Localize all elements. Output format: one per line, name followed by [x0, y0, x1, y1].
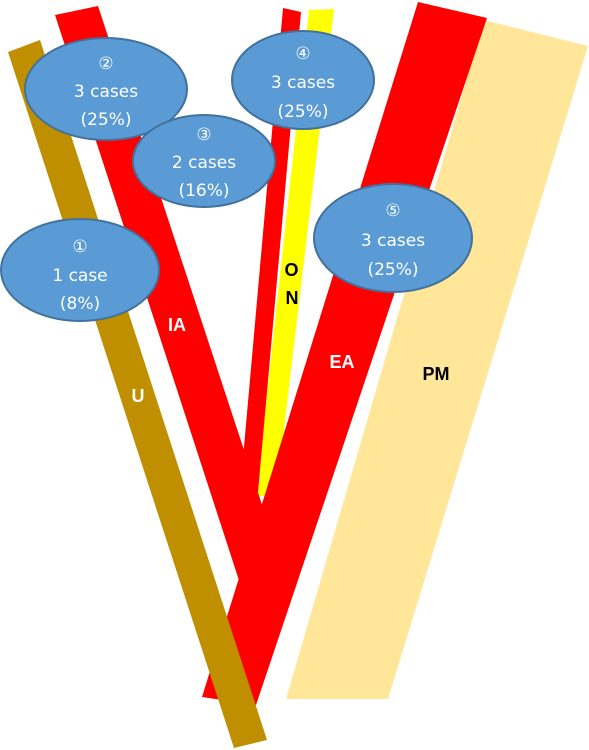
- bubble-4-count: 3 cases: [271, 73, 335, 93]
- bubble-4-number: ④: [295, 44, 310, 64]
- label-ureter: U: [132, 386, 145, 406]
- psoas-muscle-band: [286, 20, 588, 699]
- label-psoas-muscle: PM: [423, 364, 450, 384]
- bubble-1-percent: (8%): [60, 294, 100, 314]
- case-bubble-5: ⑤ 3 cases (25%): [313, 183, 473, 293]
- bubble-3-percent: (16%): [178, 181, 229, 201]
- bubble-5-count: 3 cases: [361, 231, 425, 251]
- bubble-1-number: ①: [72, 237, 87, 257]
- ureter-band: [8, 40, 267, 748]
- case-bubble-1: ① 1 case (8%): [0, 218, 160, 322]
- case-bubble-4: ④ 3 cases (25%): [231, 30, 375, 130]
- bubble-1-count: 1 case: [52, 266, 107, 286]
- bubble-5-percent: (25%): [367, 260, 418, 280]
- external-artery-band: [202, 2, 487, 705]
- label-internal-artery: IA: [168, 315, 186, 335]
- bubble-3-count: 2 cases: [172, 153, 236, 173]
- internal-artery-band: [55, 6, 290, 608]
- bubble-2-percent: (25%): [80, 110, 131, 130]
- bubble-5-number: ⑤: [385, 201, 400, 221]
- case-bubble-3: ③ 2 cases (16%): [132, 114, 276, 208]
- case-bubble-2: ② 3 cases (25%): [24, 37, 188, 141]
- label-obturator-artery: O A: [243, 208, 266, 260]
- bubble-3-number: ③: [196, 125, 211, 145]
- bubble-2-count: 3 cases: [74, 82, 138, 102]
- bubble-4-percent: (25%): [277, 102, 328, 122]
- obturator-nerve-band: [256, 9, 334, 496]
- bubble-2-number: ②: [98, 54, 113, 74]
- label-external-artery: EA: [329, 352, 354, 372]
- obturator-artery-band: [240, 8, 301, 492]
- label-obturator-nerve: O N: [284, 260, 303, 308]
